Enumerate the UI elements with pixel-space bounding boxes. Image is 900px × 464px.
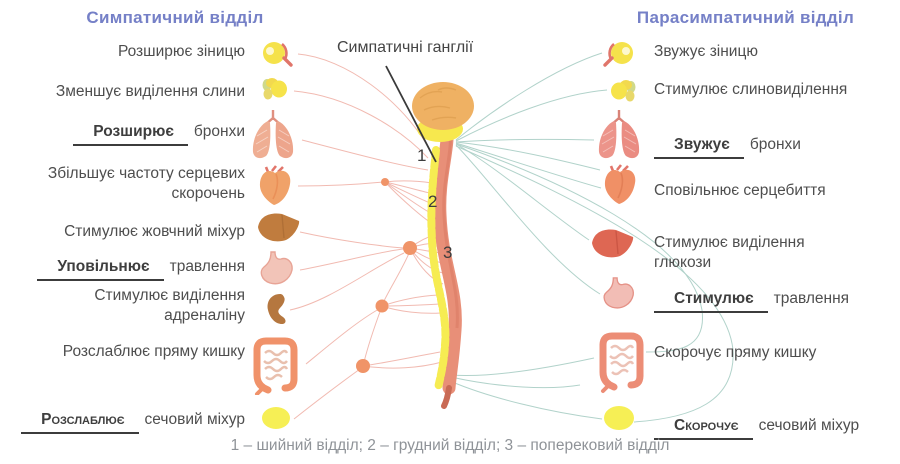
label-stimulates-adrenaline: Стимулює виділення адреналіну: [94, 287, 245, 324]
label-constricts-pupil: Звужує зіницю: [654, 43, 758, 60]
label-stimulates-gallbladder: Стимулює жовчний міхур: [64, 223, 245, 240]
parasympathetic-header: Парасимпатичний відділ: [636, 8, 855, 27]
ganglion-dots: [356, 178, 417, 373]
ganglia-label: Симпатичні ганглії: [337, 39, 474, 56]
spine-number-3: 3: [443, 243, 453, 262]
heart-icon: [600, 164, 640, 206]
large-intestine-icon: [247, 333, 303, 395]
blank-word: Розслаблює: [21, 409, 139, 434]
bladder-icon: [603, 405, 635, 431]
spine-number-1: 1: [417, 146, 427, 165]
spinal-cord: [433, 111, 462, 409]
label-stimulates-glucose: Стимулює виділення глюкози: [654, 234, 805, 271]
stomach-icon: [600, 276, 638, 312]
spine-number-2: 2: [428, 192, 438, 211]
stomach-icon: [257, 250, 297, 288]
liver-icon: [588, 226, 638, 262]
label-stimulates-salivation: Стимулює слиновиділення: [654, 81, 848, 98]
lungs-icon: [247, 108, 299, 162]
eye-icon: [258, 40, 296, 68]
sympathetic-header: Симпатичний відділ: [86, 8, 264, 27]
salivary-gland-icon: [608, 78, 638, 104]
blank-word: Уповільнює: [37, 256, 164, 281]
label-relaxes-rectum: Розслаблює пряму кишку: [62, 343, 245, 360]
blank-word: Розширює: [73, 121, 188, 146]
label-increases-heart-rate: Збільшує частоту серцевих скорочень: [47, 165, 245, 202]
blank-word: Скорочує: [654, 415, 753, 440]
nerve-lines-right: [449, 52, 734, 423]
kidney-icon: [265, 293, 289, 325]
label-slows-heartbeat: Сповільнює серцебиття: [654, 182, 826, 199]
liver-icon: [256, 210, 302, 246]
label-decreases-saliva: Зменшує виділення слини: [55, 83, 245, 100]
salivary-gland-icon: [260, 76, 290, 102]
sympathetic-chain: [427, 146, 450, 392]
ganglia-pointer-line: [385, 65, 437, 163]
large-intestine-icon: [593, 326, 649, 394]
blank-word: Стимулює: [654, 288, 768, 313]
lungs-icon: [593, 108, 645, 162]
blank-word: Звужує: [654, 134, 744, 159]
eye-icon: [600, 40, 638, 68]
heart-icon: [255, 165, 295, 207]
label-dilates-pupil: Розширює зіницю: [117, 43, 245, 60]
legend-caption: 1 – шийний відділ; 2 – грудний відділ; 3…: [230, 437, 670, 454]
brain-icon: [412, 82, 474, 130]
bladder-icon: [261, 406, 291, 430]
label-contracts-rectum: Скорочує пряму кишку: [654, 344, 817, 361]
